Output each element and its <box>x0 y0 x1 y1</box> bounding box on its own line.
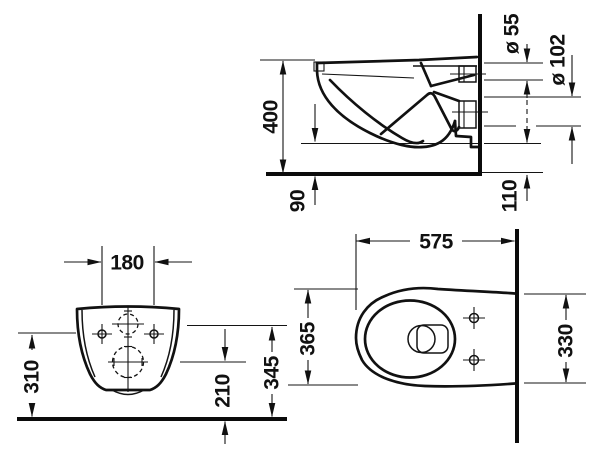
side-bowl-inner <box>328 78 425 145</box>
dim-left-height: 310 <box>18 332 76 417</box>
dim-middle-height: 210 <box>180 329 246 444</box>
front-elevation-view: 180 <box>17 246 287 444</box>
side-rim-top <box>315 55 479 65</box>
front-mount-hole-left <box>92 324 112 344</box>
outlet-socket <box>458 100 477 129</box>
dim-180-label: 180 <box>110 252 144 275</box>
top-plan-view: 575 365 <box>288 229 586 443</box>
top-drain-circle <box>407 324 436 354</box>
dim-110-label: 110 <box>499 180 522 212</box>
front-body-outline <box>75 305 181 392</box>
dim-rear-bottom: 110 <box>499 100 531 212</box>
front-foot-arc <box>111 389 145 396</box>
dim-310-label: 310 <box>21 360 44 394</box>
dim-dia102-label: ø 102 <box>547 34 570 85</box>
top-body-outline <box>354 286 517 388</box>
top-rim-opening <box>363 299 457 379</box>
dim-hole-spacing: 180 <box>64 246 192 305</box>
side-bowl-front <box>315 61 457 149</box>
inlet-socket <box>458 65 477 83</box>
dim-overall-height: 400 <box>260 59 315 174</box>
dim-outlet-diameter: ø 102 <box>547 34 576 164</box>
front-mount-hole-right <box>144 324 164 344</box>
dim-front-bottom: 90 <box>287 104 319 212</box>
dim-210-label: 210 <box>212 374 235 408</box>
side-section-view: 400 90 ø 55 ø 102 110 <box>260 13 581 212</box>
dim-90-label: 90 <box>287 190 310 212</box>
dim-330-label: 330 <box>555 324 578 358</box>
top-mount-hole-upper <box>463 307 485 329</box>
dim-rear-width: 330 <box>524 293 586 384</box>
dim-365-label: 365 <box>297 321 320 355</box>
dim-345-label: 345 <box>261 355 284 389</box>
dim-max-width: 365 <box>288 288 358 386</box>
dim-dia55-label: ø 55 <box>501 13 524 54</box>
dim-400-label: 400 <box>260 100 283 134</box>
top-mount-hole-lower <box>463 349 485 371</box>
dim-575-label: 575 <box>419 231 453 254</box>
seat-buffer <box>313 61 325 72</box>
side-trap <box>379 91 461 136</box>
dim-depth: 575 <box>355 231 515 310</box>
top-drain-box <box>416 324 449 354</box>
dim-inlet-diameter: ø 55 <box>501 13 531 98</box>
dim-right-height: 345 <box>187 324 287 417</box>
